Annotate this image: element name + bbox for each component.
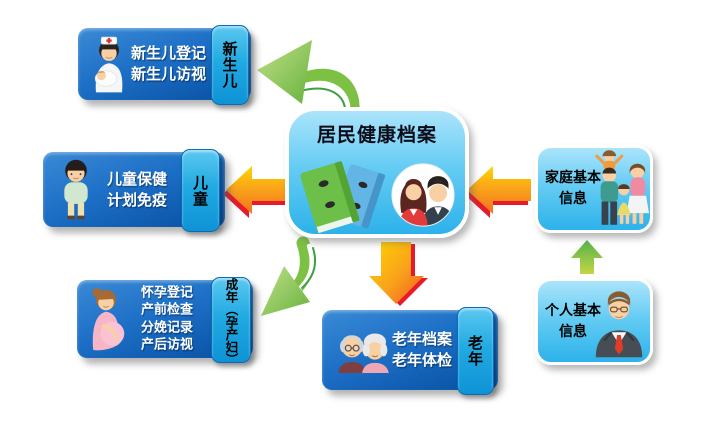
child-tab: 儿童 <box>181 149 220 232</box>
child-line-2: 计划免疫 <box>106 190 167 209</box>
maternal-box: 怀孕登记 产前检查 分娩记录 产后访视 成年（孕产妇） <box>77 277 253 366</box>
elderly-box: 老年档案 老年体检 老年 <box>322 307 498 395</box>
person-label: 个人基本 信息 <box>542 301 604 343</box>
family-line-2: 信息 <box>559 191 587 207</box>
elderly-line-1: 老年档案 <box>391 330 452 348</box>
newborn-label: 新生儿登记 新生儿访视 <box>130 43 207 85</box>
elderly-couple-icon <box>338 333 389 373</box>
family-icon <box>595 150 649 225</box>
newborn-line-1: 新生儿登记 <box>130 44 206 62</box>
elderly-line-2: 老年体检 <box>391 351 452 369</box>
pregnant-woman-icon <box>92 287 125 351</box>
newborn-box: 新生儿登记 新生儿访视 新生儿 <box>78 25 251 105</box>
child-icon <box>64 159 88 220</box>
newborn-tab: 新生儿 <box>211 25 249 105</box>
arrow-family-to-center <box>464 166 531 218</box>
child-label: 儿童保健 计划免疫 <box>95 169 179 211</box>
maternal-line-4: 产后访视 <box>140 337 193 353</box>
child-box: 儿童保健 计划免疫 儿童 <box>43 149 225 232</box>
businessman-icon <box>595 291 643 358</box>
arrow-center-to-newborn <box>257 40 360 120</box>
man-woman-portrait-icon <box>391 163 455 227</box>
elderly-label: 老年档案 老年体检 <box>388 329 456 371</box>
arrow-center-to-child <box>223 166 290 218</box>
arrow-center-to-elderly <box>369 242 428 306</box>
child-line-1: 儿童保健 <box>106 169 167 188</box>
arrow-center-to-maternal <box>261 236 317 316</box>
nurse-holding-baby-icon <box>94 36 123 93</box>
maternal-line-1: 怀孕登记 <box>140 285 193 301</box>
arrow-person-to-family <box>571 240 603 274</box>
personal-info-box: 个人基本 信息 <box>535 278 653 365</box>
person-line-2: 信息 <box>559 323 587 340</box>
family-label: 家庭基本 信息 <box>542 168 604 210</box>
maternal-line-3: 分娩记录 <box>140 320 193 335</box>
center-health-record-box: 居民健康档案 <box>285 107 469 238</box>
maternal-tab: 成年（孕产妇） <box>211 277 251 366</box>
maternal-label: 怀孕登记 产前检查 分娩记录 产后访视 <box>125 284 209 353</box>
family-info-box: 家庭基本 信息 <box>535 145 653 233</box>
center-title: 居民健康档案 <box>316 124 437 146</box>
maternal-line-2: 产前检查 <box>140 302 193 318</box>
newborn-line-2: 新生儿访视 <box>130 65 206 83</box>
elderly-tab: 老年 <box>457 307 494 395</box>
person-line-1: 个人基本 <box>545 302 601 319</box>
record-folders-icon <box>300 161 386 234</box>
family-line-1: 家庭基本 <box>545 170 601 186</box>
